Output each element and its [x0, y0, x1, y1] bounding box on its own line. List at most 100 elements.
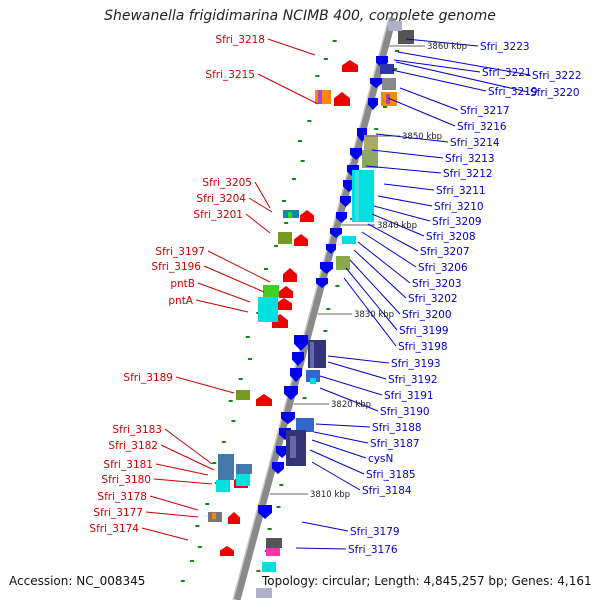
forward-gene-arrow	[342, 60, 358, 72]
green-gene-block	[336, 256, 350, 270]
gene-label-right: Sfri_3213	[445, 153, 495, 165]
leader-line	[377, 195, 433, 207]
reverse-gene-arrow	[370, 78, 382, 88]
kbp-label: 3840 kbp	[377, 221, 417, 231]
gene-label-left: Sfri_3189	[123, 372, 173, 384]
gene-block	[386, 94, 390, 104]
tick-mark	[291, 178, 296, 180]
tick-mark	[256, 570, 261, 572]
tick-mark	[315, 75, 320, 77]
gene-label-right: Sfri_3221	[482, 67, 532, 79]
leader-line	[267, 38, 316, 56]
cyan-gene-block	[262, 562, 276, 572]
gene-label-left: Sfri_3201	[193, 209, 243, 221]
gene-block	[236, 464, 252, 474]
tick-mark	[228, 400, 233, 402]
gene-block	[288, 212, 292, 218]
cyan-gene-block	[216, 480, 230, 492]
gene-block	[218, 466, 234, 480]
gene-label-left: Sfri_3196	[151, 261, 201, 273]
tick-mark	[307, 120, 312, 122]
forward-gene-arrow	[283, 268, 297, 282]
gene-label-left: Sfri_3218	[215, 34, 265, 46]
green-gene-block	[278, 232, 292, 244]
reverse-gene-arrow	[276, 446, 288, 458]
cyan-gene-block	[258, 297, 278, 322]
leader-line	[319, 387, 379, 412]
tick-mark	[274, 245, 279, 247]
gene-block	[315, 90, 331, 104]
reverse-gene-arrow	[281, 412, 295, 424]
gene-label-right: Sfri_3222	[532, 70, 582, 82]
gene-label-left: Sfri_3197	[155, 246, 205, 258]
gene-block	[362, 150, 378, 168]
tick-mark	[197, 546, 202, 548]
gene-label-right: Sfri_3211	[436, 185, 486, 197]
reverse-gene-arrow	[294, 335, 308, 351]
leader-line	[295, 547, 347, 550]
gene-label-right: Sfri_3220	[530, 87, 580, 99]
reverse-gene-arrow	[258, 505, 272, 519]
leader-line	[353, 249, 407, 299]
leader-line	[203, 265, 265, 293]
tick-mark	[245, 336, 250, 338]
leader-line	[145, 511, 199, 518]
forward-gene-arrow	[300, 210, 314, 222]
gene-label-left: Sfri_3180	[101, 474, 151, 486]
tick-mark	[323, 58, 328, 60]
map-title: Shewanella frigidimarina NCIMB 400, comp…	[104, 8, 496, 24]
gene-label-right: Sfri_3179	[350, 526, 400, 538]
gene-label-left: Sfri_3174	[89, 523, 139, 535]
gene-label-right: Sfri_3199	[399, 325, 449, 337]
gene-label-right: Sfri_3203	[412, 278, 462, 290]
leader-line	[405, 38, 479, 47]
gene-block	[218, 454, 234, 466]
gene-block	[318, 90, 322, 104]
gene-label-right: Sfri_3208	[426, 231, 476, 243]
gene-label-right: cysN	[368, 453, 393, 465]
leader-line	[155, 463, 209, 476]
tick-mark	[190, 560, 195, 562]
leader-line	[197, 282, 251, 303]
gene-label-right: Sfri_3223	[480, 41, 530, 53]
leader-line	[245, 213, 271, 234]
leader-line	[371, 213, 425, 237]
tick-mark	[282, 200, 287, 202]
reverse-gene-arrow	[284, 386, 298, 400]
tick-mark	[279, 484, 284, 486]
reverse-gene-arrow	[336, 212, 347, 223]
tick-mark	[323, 330, 328, 332]
leader-line	[160, 444, 215, 471]
cyan-gene-block	[236, 474, 250, 486]
leader-line	[311, 439, 367, 459]
gene-block	[266, 548, 280, 556]
green-gene-block	[263, 285, 279, 297]
gene-label-right: Sfri_3198	[398, 341, 448, 353]
leader-line	[311, 461, 361, 491]
tick-mark	[212, 462, 217, 464]
tick-mark	[238, 378, 243, 380]
leader-line	[313, 431, 369, 444]
forward-gene-arrow	[279, 286, 293, 298]
gene-block	[310, 378, 316, 384]
leader-line	[391, 69, 487, 92]
gene-label-left: Sfri_3205	[202, 177, 252, 189]
leader-line	[375, 133, 449, 143]
leader-line	[175, 376, 235, 394]
gene-label-right: Sfri_3176	[348, 544, 398, 556]
gene-label-right: Sfri_3200	[402, 309, 452, 321]
kbp-label: 3820 kbp	[331, 400, 371, 410]
forward-gene-arrow	[334, 92, 350, 106]
tick-mark	[231, 420, 236, 422]
gene-block	[364, 135, 378, 151]
leader-line	[371, 149, 444, 159]
gene-block	[306, 370, 320, 382]
gene-label-right: Sfri_3209	[432, 216, 482, 228]
kbp-label: 3850 kbp	[402, 132, 442, 142]
leader-line	[365, 165, 442, 174]
accession-text: Accession: NC_008345	[9, 574, 146, 588]
gene-label-right: Sfri_3217	[460, 105, 510, 117]
tick-mark	[263, 268, 268, 270]
reverse-gene-arrow	[330, 228, 342, 238]
reverse-gene-arrow	[316, 278, 328, 288]
